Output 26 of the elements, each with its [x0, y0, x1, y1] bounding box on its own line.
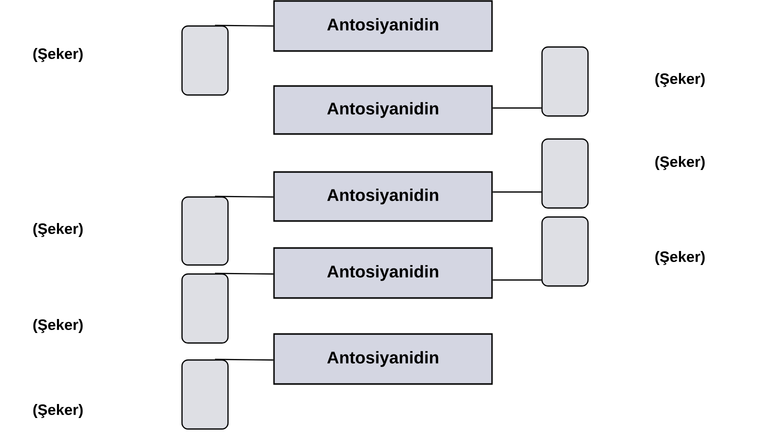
- connector-line: [215, 272, 274, 275]
- connector-line: [215, 24, 274, 27]
- connector-line: [492, 191, 542, 193]
- connector-line: [215, 358, 274, 361]
- antocyanidin-box: Antosiyanidin: [273, 171, 493, 222]
- sugar-box: [541, 46, 589, 117]
- sugar-box: [181, 273, 229, 344]
- sugar-label: (Şeker): [655, 73, 705, 87]
- sugar-label: (Şeker): [33, 404, 83, 418]
- antocyanidin-box: Antosiyanidin: [273, 85, 493, 135]
- sugar-box: [541, 216, 589, 287]
- connector-line: [492, 279, 542, 281]
- connector-line: [492, 107, 542, 109]
- connector-line: [215, 196, 274, 198]
- sugar-box: [181, 359, 229, 430]
- antocyanidin-box: Antosiyanidin: [273, 333, 493, 385]
- sugar-box: [181, 196, 229, 266]
- sugar-label: (Şeker): [655, 251, 705, 265]
- sugar-label: (Şeker): [33, 319, 83, 333]
- sugar-label: (Şeker): [33, 223, 83, 237]
- sugar-label: (Şeker): [655, 156, 705, 170]
- antocyanidin-box: Antosiyanidin: [273, 0, 493, 52]
- sugar-box: [541, 138, 589, 209]
- antocyanidin-box: Antosiyanidin: [273, 247, 493, 299]
- sugar-box: [181, 25, 229, 96]
- sugar-label: (Şeker): [33, 48, 83, 62]
